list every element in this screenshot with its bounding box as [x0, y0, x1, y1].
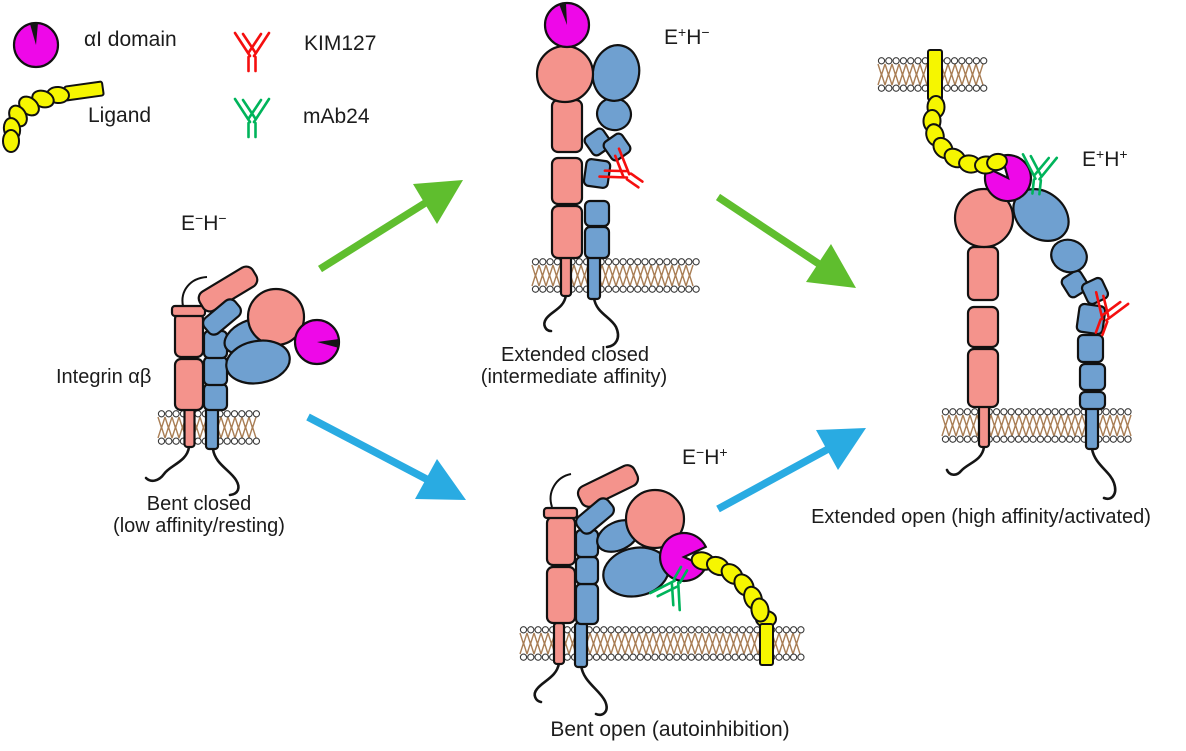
beta-leg [202, 382, 229, 412]
ligand-chain [922, 95, 1008, 175]
beta-tm-helix [204, 403, 220, 451]
ligand-icon [2, 80, 105, 153]
alpha-thigh [197, 265, 259, 313]
state-name-extended-closed: Extended closed [501, 344, 649, 366]
betaI-domain [225, 339, 291, 385]
beta-genu [575, 497, 615, 535]
betaI-domain [591, 44, 641, 102]
plasma-membrane [941, 408, 1132, 443]
beta-tm-helix [1084, 403, 1100, 451]
protein-label: Integrin αβ [56, 366, 152, 388]
arrow-bent-closed-to-bent-open [306, 413, 466, 500]
alpha-cytoplasmic-tail [144, 445, 191, 483]
alpha-leg [550, 98, 584, 154]
legend [2, 21, 271, 153]
legend-label-ligand: Ligand [88, 104, 152, 127]
bent-closed-integrin [144, 265, 341, 497]
arrow-extended-closed-to-extended-open [715, 193, 856, 288]
state-formula-extended-closed: E+H− [664, 24, 710, 49]
alpha-tm-helix [183, 405, 196, 449]
extended-open-integrin [877, 49, 1132, 501]
beta-propeller-head [535, 44, 595, 104]
state-formula-bent-closed: E−H− [181, 210, 227, 235]
beta-leg [583, 225, 611, 260]
alpha-thigh [576, 464, 640, 508]
beta-tm-helix [573, 621, 589, 669]
beta-cytoplasmic-tail [211, 447, 240, 497]
alpha-leg [173, 357, 205, 412]
plasma-membrane [531, 258, 700, 293]
alphaI-domain-open [658, 531, 708, 583]
alpha-tm-helix [552, 621, 566, 666]
alpha-tm-helix [977, 403, 991, 449]
ligand-chain [690, 551, 770, 623]
alpha-cytoplasmic-tail [945, 445, 986, 476]
extended-closed-integrin [531, 1, 700, 349]
alphaI-domain-open [983, 153, 1033, 203]
beta-genu [202, 298, 242, 336]
legend-label-alphaI: αI domain [84, 28, 177, 51]
legend-label-mab24: mAb24 [303, 105, 370, 128]
arrow-bent-closed-to-extended-closed [318, 180, 463, 273]
state-name-extended-open: Extended open (high affinity/activated) [811, 506, 1151, 528]
state-formula-extended-open: E+H+ [1082, 146, 1128, 171]
beta-propeller-head [953, 187, 1015, 249]
alpha-tm-helix [559, 253, 573, 298]
ligand-anchor [927, 49, 943, 101]
state-subtitle-extended-closed: (intermediate affinity) [480, 366, 668, 388]
state-subtitle-bent-closed: (low affinity/resting) [113, 515, 285, 537]
alpha-cytoplasmic-tail [543, 293, 568, 333]
kim127-antibody-icon [233, 31, 271, 73]
mab24-antibody-icon [233, 97, 271, 139]
state-name-bent-closed: Bent closed [146, 493, 252, 515]
alpha-cytoplasmic-tail [533, 661, 561, 704]
alpha-leg [966, 245, 1000, 302]
state-formula-bent-open: E−H+ [682, 444, 728, 469]
state-name-bent-open: Bent open (autoinhibition) [550, 718, 790, 741]
beta-tm-helix [586, 253, 602, 301]
arrow-bent-open-to-extended-open [716, 428, 866, 513]
beta-cytoplasmic-tail [592, 296, 620, 349]
beta-cytoplasmic-tail [1090, 447, 1117, 501]
beta-cytoplasmic-tail [579, 663, 608, 717]
beta-leg [574, 582, 600, 626]
alpha-leg [545, 565, 577, 625]
legend-label-kim127: KIM127 [304, 32, 377, 55]
beta-propeller-head [624, 488, 686, 550]
alphaI-domain-icon [12, 21, 60, 69]
bent-open-integrin [519, 464, 805, 717]
